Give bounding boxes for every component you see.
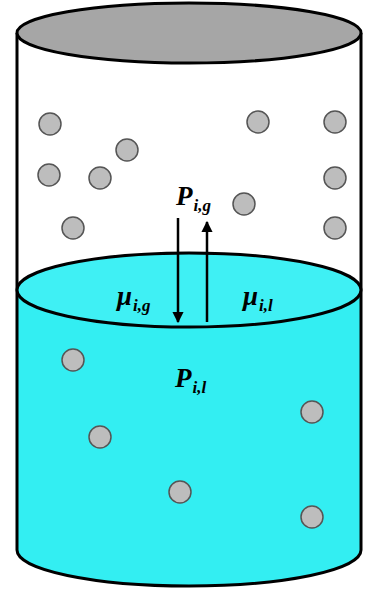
evaporation-arrow xyxy=(206,222,209,322)
liquid-surface xyxy=(17,253,361,327)
liquid-molecules xyxy=(62,349,323,528)
subscript-label: i,l xyxy=(259,297,273,314)
cylinder-bottom xyxy=(17,550,361,586)
symbol-label: P xyxy=(175,365,192,392)
subscript-label: i,g xyxy=(133,297,150,314)
cylinder-lid xyxy=(17,3,361,63)
condensation-arrow xyxy=(177,218,180,322)
symbol-label: μ xyxy=(117,283,132,310)
subscript-label: i,g xyxy=(194,197,211,214)
subscript-label: i,l xyxy=(193,379,207,396)
symbol-label: P xyxy=(176,183,193,210)
symbol-label: μ xyxy=(243,283,258,310)
gas-molecules xyxy=(38,111,346,239)
liquid-body xyxy=(17,290,361,586)
